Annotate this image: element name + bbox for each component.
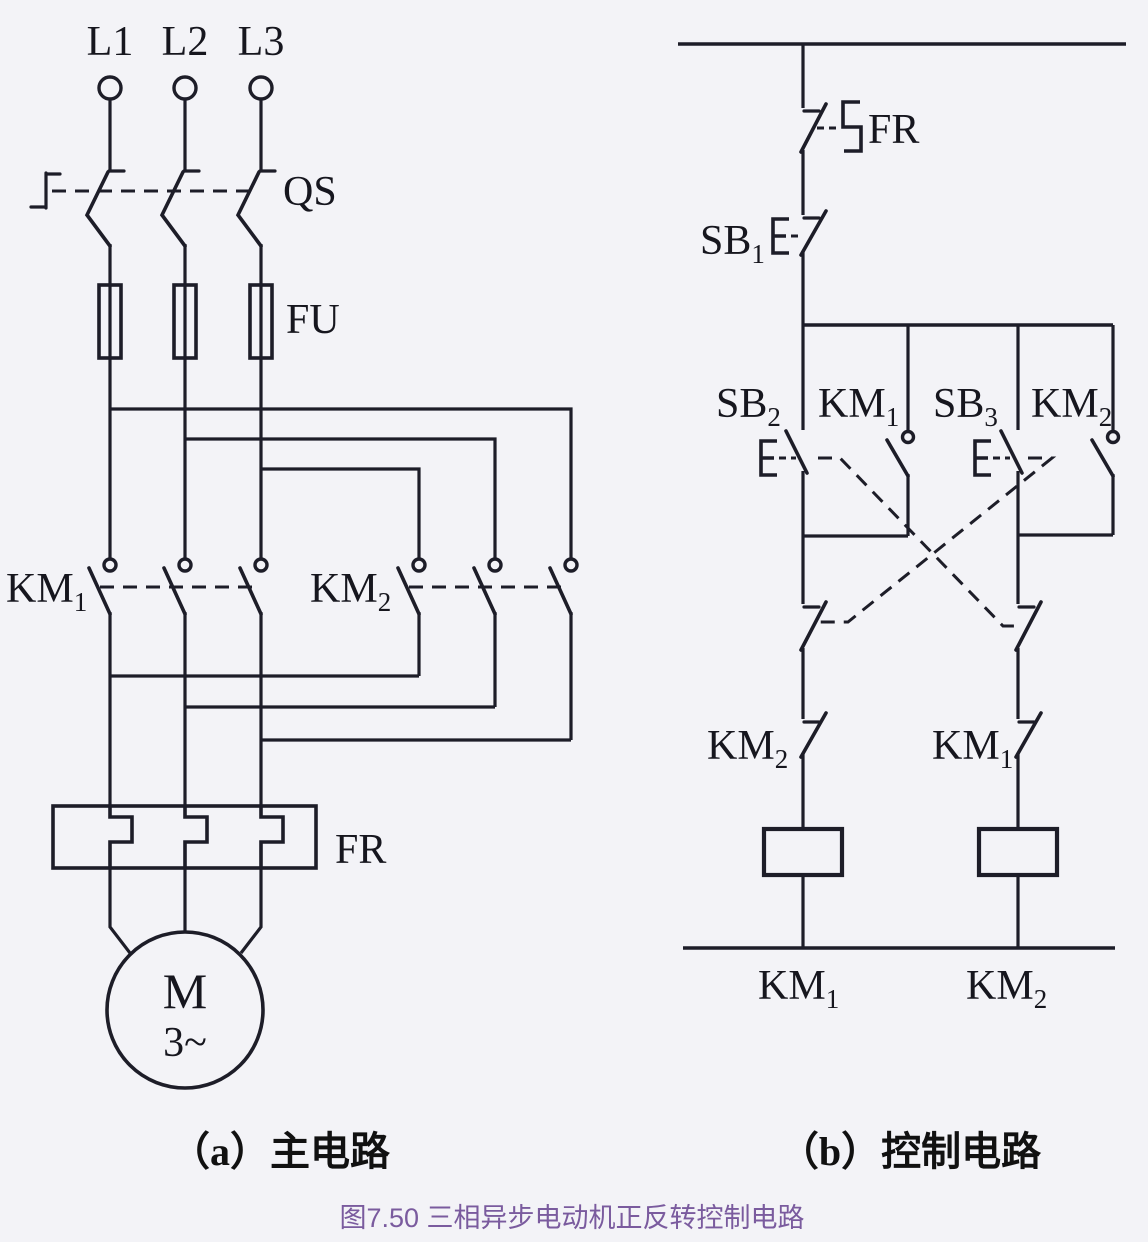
sb2-label: SB2 bbox=[716, 381, 781, 432]
figure-caption: 图7.50 三相异步电动机正反转控制电路 bbox=[339, 1203, 804, 1233]
control-circuit: FR SB1 SB2 KM1 SB3 KM2 bbox=[678, 42, 1126, 1174]
pushbutton-actuator-icon bbox=[759, 439, 777, 477]
heater-element-3-icon bbox=[259, 806, 285, 868]
branch-drops bbox=[801, 325, 1115, 431]
heater-element-2-icon bbox=[183, 806, 209, 868]
phase-label-l1: L1 bbox=[87, 19, 134, 65]
fuse-3-icon bbox=[248, 283, 274, 360]
sb3-label: SB3 bbox=[933, 381, 998, 432]
mechanical-interlock-links bbox=[818, 456, 1057, 628]
sb1-label: SB1 bbox=[700, 218, 765, 269]
fu-label: FU bbox=[286, 297, 340, 343]
km2-main-label: KM2 bbox=[310, 566, 391, 617]
sb2-forward-button bbox=[759, 429, 809, 536]
sb2-link-dash bbox=[818, 456, 1016, 628]
km2-aux-label: KM2 bbox=[1031, 381, 1112, 432]
sb3-link-dash bbox=[820, 456, 1057, 624]
motor-phases: 3~ bbox=[163, 1020, 207, 1066]
main-circuit: L1 L2 L3 QS FU bbox=[6, 19, 579, 1174]
motor-leads bbox=[108, 868, 263, 954]
fuse-1-icon bbox=[97, 283, 123, 360]
fr-control-label: FR bbox=[868, 107, 919, 153]
terminal-l3-icon bbox=[248, 75, 274, 101]
qs-label: QS bbox=[283, 169, 337, 215]
qs-blade-3 bbox=[235, 170, 263, 248]
terminal-l1-icon bbox=[97, 75, 123, 101]
qs-handle-icon bbox=[29, 171, 62, 210]
phase-wires bbox=[108, 244, 263, 559]
fr-nc-contact: FR bbox=[799, 44, 919, 215]
motor-circle-icon bbox=[105, 930, 265, 1090]
qs-switch: QS bbox=[29, 169, 337, 248]
terminal-l2-icon bbox=[172, 75, 198, 101]
sb3-reverse-button bbox=[973, 429, 1024, 535]
thermal-trip-icon bbox=[841, 100, 863, 153]
km1-main-label: KM1 bbox=[6, 566, 87, 617]
fuse-group: FU bbox=[97, 283, 340, 360]
phase-label-l2: L2 bbox=[162, 19, 209, 65]
fuse-2-icon bbox=[172, 283, 198, 360]
pushbutton-actuator-icon bbox=[771, 217, 789, 255]
crossover-feeders bbox=[110, 407, 573, 559]
km1-coil-label: KM1 bbox=[758, 963, 839, 1014]
phase-label-l3: L3 bbox=[238, 19, 285, 65]
motor-letter: M bbox=[163, 963, 207, 1019]
km2-coil-label: KM2 bbox=[966, 963, 1047, 1014]
km2-aux-contact bbox=[1090, 429, 1121, 535]
caption-main-circuit: （a）主电路 bbox=[170, 1129, 391, 1174]
km1-aux-contact bbox=[885, 429, 916, 536]
fr-main-label: FR bbox=[335, 827, 386, 873]
caption-control-circuit: （b）控制电路 bbox=[779, 1129, 1042, 1174]
motor: M 3~ bbox=[105, 868, 265, 1090]
right-branch-chain: KM1 KM2 bbox=[932, 535, 1060, 1014]
pushbutton-actuator-icon bbox=[973, 439, 991, 477]
km2-main-contacts: KM2 bbox=[310, 557, 579, 617]
left-branch-chain: KM2 KM1 bbox=[707, 536, 845, 1014]
merge-wiring bbox=[108, 612, 573, 806]
sb1-stop-button: SB1 bbox=[700, 209, 828, 325]
thermal-relay: FR bbox=[51, 804, 386, 873]
km2-coil-icon bbox=[976, 826, 1060, 878]
heater-element-1-icon bbox=[108, 806, 134, 868]
km1-coil-icon bbox=[761, 826, 845, 878]
km1-aux-label: KM1 bbox=[818, 381, 899, 432]
km1-main-contacts: KM1 bbox=[6, 557, 269, 617]
km1-interlock-label: KM1 bbox=[932, 723, 1013, 774]
qs-blade-2 bbox=[159, 170, 187, 248]
qs-blade-1 bbox=[84, 170, 112, 248]
supply-terminal-icons bbox=[97, 75, 274, 171]
km2-interlock-label: KM2 bbox=[707, 723, 788, 774]
